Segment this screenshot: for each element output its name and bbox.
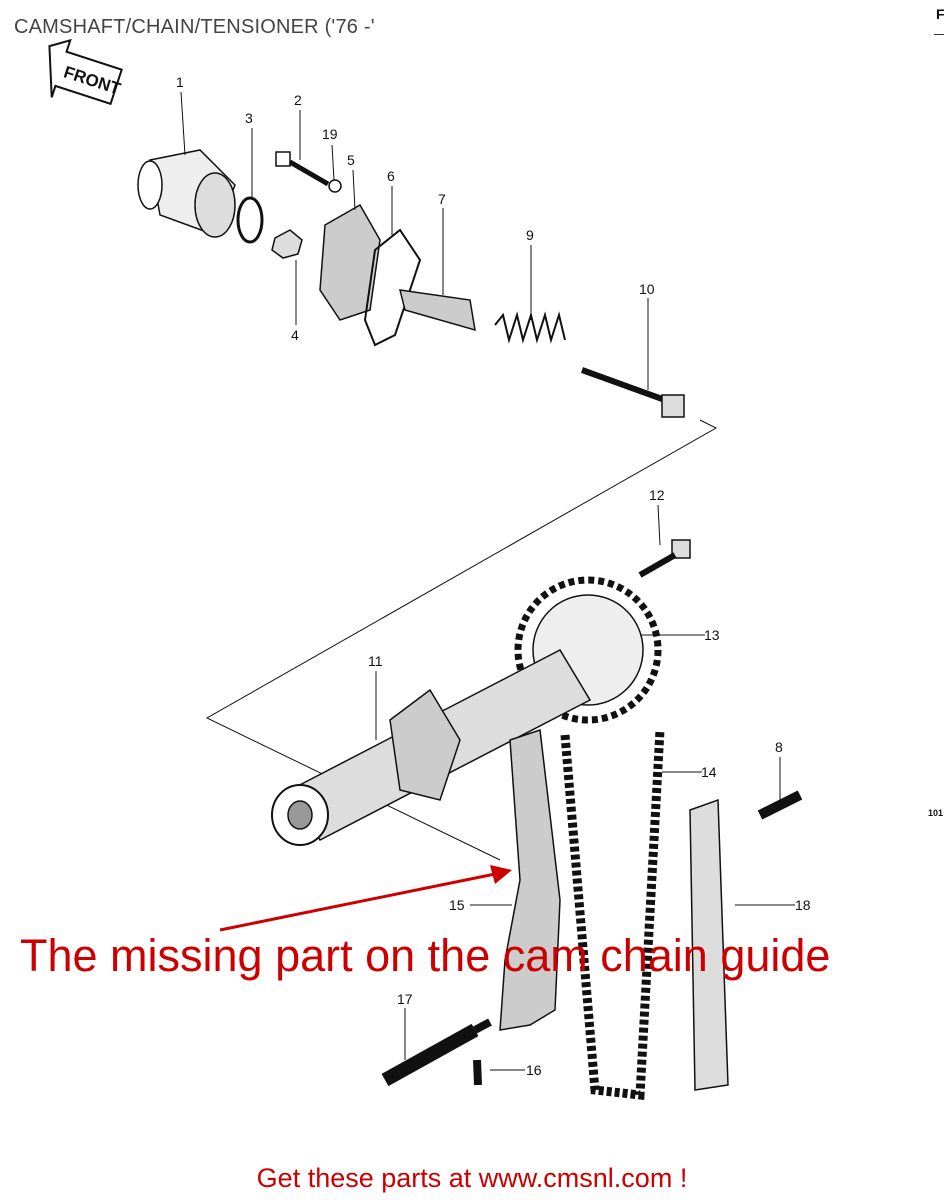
callout-15: 15 bbox=[449, 897, 465, 913]
callout-11: 11 bbox=[368, 653, 383, 669]
chain-guide-front bbox=[499, 728, 561, 1031]
callout-14: 14 bbox=[701, 764, 717, 780]
tensioner-cap bbox=[137, 149, 236, 238]
callout-4: 4 bbox=[291, 327, 299, 343]
callout-5: 5 bbox=[347, 152, 355, 168]
sprocket-bolt bbox=[638, 539, 691, 578]
cam-sprocket bbox=[514, 576, 662, 724]
tensioner-body bbox=[319, 203, 381, 321]
red-pointer-arrow-icon bbox=[219, 865, 512, 932]
push-rod bbox=[399, 289, 476, 332]
callout-3: 3 bbox=[245, 110, 253, 126]
camshaft bbox=[271, 649, 592, 846]
callout-19: 19 bbox=[322, 126, 338, 142]
o-ring bbox=[236, 196, 264, 244]
chain-guide-rear bbox=[689, 798, 729, 1091]
nut bbox=[271, 229, 303, 259]
edge-page-number: 101 bbox=[928, 808, 944, 818]
callout-7: 7 bbox=[438, 191, 446, 207]
callout-9: 9 bbox=[526, 227, 534, 243]
callout-18: 18 bbox=[795, 897, 811, 913]
tensioner-pin bbox=[580, 367, 685, 418]
callout-1: 1 bbox=[176, 74, 184, 90]
spring bbox=[494, 311, 566, 344]
edge-text-fragment: F bbox=[936, 6, 944, 22]
guide-shaft bbox=[381, 1018, 492, 1087]
callout-13: 13 bbox=[704, 627, 720, 643]
callout-6: 6 bbox=[387, 168, 395, 184]
missing-part-annotation: The missing part on the cam chain guide bbox=[20, 930, 831, 981]
gasket bbox=[363, 228, 422, 347]
washer bbox=[328, 179, 342, 193]
dowel-pin bbox=[473, 1059, 482, 1086]
callout-12: 12 bbox=[649, 487, 665, 503]
footer-promo-link[interactable]: Get these parts at www.cmsnl.com ! bbox=[256, 1163, 688, 1193]
callout-10: 10 bbox=[639, 281, 655, 297]
callout-17: 17 bbox=[397, 991, 413, 1007]
callout-2: 2 bbox=[294, 92, 302, 108]
bolt bbox=[275, 151, 330, 187]
callout-16: 16 bbox=[526, 1062, 542, 1078]
front-arrow-icon: FRONT bbox=[48, 38, 124, 106]
guide-pin bbox=[757, 790, 803, 820]
diagram-title: CAMSHAFT/CHAIN/TENSIONER ('76 -' bbox=[14, 16, 375, 38]
callout-8: 8 bbox=[775, 739, 783, 755]
cam-chain bbox=[560, 729, 665, 1100]
divider bbox=[934, 34, 944, 35]
